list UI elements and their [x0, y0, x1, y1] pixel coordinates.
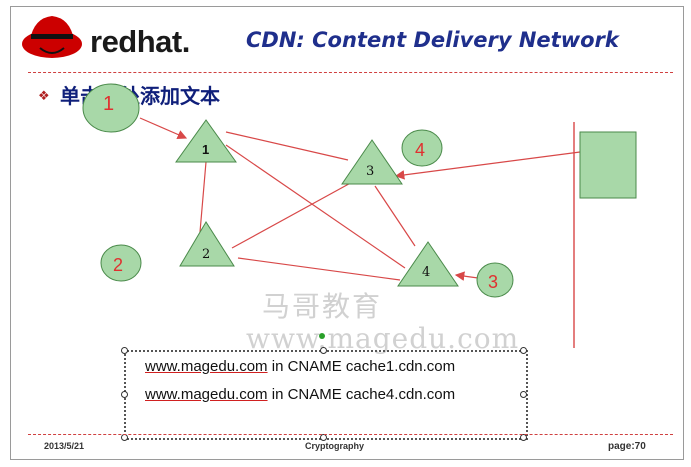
footer-page-number: page:70 [608, 441, 646, 452]
step-label-2: 2 [113, 255, 123, 275]
resize-handle-top[interactable] [320, 347, 327, 354]
node-label-4: 4 [422, 265, 430, 280]
cname-domain: www.magedu.com [145, 358, 268, 375]
bullet-diamond-icon: ❖ [38, 88, 50, 103]
resize-handle-left[interactable] [121, 391, 128, 398]
arrow-user-1 [139, 117, 188, 140]
origin-server-box [579, 131, 637, 199]
resize-handle-top-right[interactable] [520, 347, 527, 354]
step-circle-2 [100, 244, 142, 282]
title-divider [28, 72, 673, 73]
step-circle-3 [476, 262, 514, 298]
cname-target: in CNAME cache1.cdn.com [267, 358, 456, 375]
footer-date: 2013/5/21 [44, 441, 85, 451]
watermark-url: www.magedu.com [246, 322, 520, 355]
cache-node-triangle-3 [341, 139, 403, 185]
step-circle-1 [82, 83, 140, 133]
footer-subject: Cryptography [305, 441, 365, 451]
slide-frame [10, 6, 684, 460]
link-2-3 [231, 179, 357, 249]
cname-target: in CNAME cache4.cdn.com [267, 386, 456, 403]
arrow-3-4 [454, 271, 479, 281]
arrow-origin-3 [394, 151, 581, 180]
cname-record-2[interactable]: www.magedu.com in CNAME cache4.cdn.com [145, 386, 455, 403]
node-label-3: 3 [366, 164, 374, 179]
cname-record-1[interactable]: www.magedu.com in CNAME cache1.cdn.com [145, 358, 455, 375]
cache-node-triangle-1 [175, 119, 237, 163]
cache-node-triangle-4 [397, 241, 459, 287]
rotate-handle [319, 333, 325, 339]
resize-handle-bottom-right[interactable] [520, 434, 527, 441]
step-label-1: 1 [103, 93, 114, 115]
step-label-3: 3 [488, 272, 498, 292]
resize-handle-right[interactable] [520, 391, 527, 398]
slide-title: CDN: Content Delivery Network [246, 28, 619, 52]
node-label-1: 1 [202, 142, 209, 157]
link-1-2 [199, 161, 207, 233]
cname-domain: www.magedu.com [145, 386, 268, 403]
node-label-2: 2 [202, 247, 210, 262]
link-3-4 [374, 185, 416, 247]
redhat-shadowman-icon [22, 16, 82, 58]
footer-divider [28, 434, 673, 435]
connection-lines [139, 117, 581, 281]
link-2-4 [237, 257, 401, 281]
resize-handle-top-left[interactable] [121, 347, 128, 354]
link-1-4 [225, 144, 406, 269]
cache-node-triangle-2 [179, 221, 235, 267]
redhat-logo-text: redhat. [90, 24, 190, 59]
resize-handle-bottom-left[interactable] [121, 434, 128, 441]
step-circle-4 [401, 129, 443, 167]
resize-handle-bottom[interactable] [320, 434, 327, 441]
link-1-3 [225, 131, 349, 161]
watermark-chinese: 马哥教育 [262, 290, 383, 323]
step-label-4: 4 [415, 140, 425, 160]
